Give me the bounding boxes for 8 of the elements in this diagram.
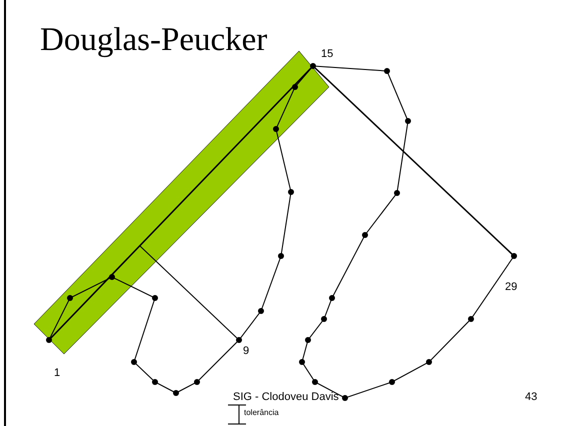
footer-text: SIG - Clodoveu Davis <box>233 392 339 403</box>
slide-title: Douglas-Peucker <box>40 24 268 57</box>
point-number: 9 <box>243 346 250 357</box>
point-number: 1 <box>54 368 60 379</box>
tolerance-label: tolerância <box>244 409 279 417</box>
page-number: 43 <box>525 392 538 403</box>
point-number: 15 <box>321 49 334 60</box>
point-number: 29 <box>505 282 518 293</box>
